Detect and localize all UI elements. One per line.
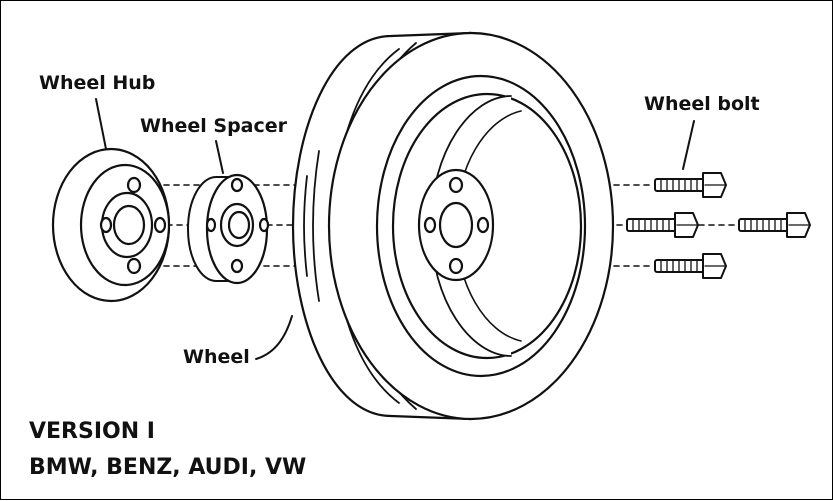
wheel-bolt-middle-left bbox=[626, 212, 699, 238]
wheel-spacer bbox=[187, 173, 270, 285]
wheel-spacer-label: Wheel Spacer bbox=[140, 115, 288, 137]
wheel-bolt-label: Wheel bolt bbox=[644, 93, 760, 115]
brands-text: BMW, BENZ, AUDI, VW bbox=[29, 455, 307, 480]
wheel-hub bbox=[51, 147, 171, 303]
leader-lines bbox=[95, 98, 695, 360]
wheel-bolt-bottom bbox=[654, 253, 727, 279]
wheel-bolt-middle-right bbox=[738, 212, 811, 238]
wheel bbox=[291, 31, 615, 421]
wheel-label: Wheel bbox=[183, 346, 250, 368]
wheel-bolts bbox=[626, 172, 811, 279]
wheel-hub-label: Wheel Hub bbox=[39, 72, 156, 94]
version-text: VERSION I bbox=[29, 419, 155, 444]
wheel-bolt-top bbox=[654, 172, 727, 198]
